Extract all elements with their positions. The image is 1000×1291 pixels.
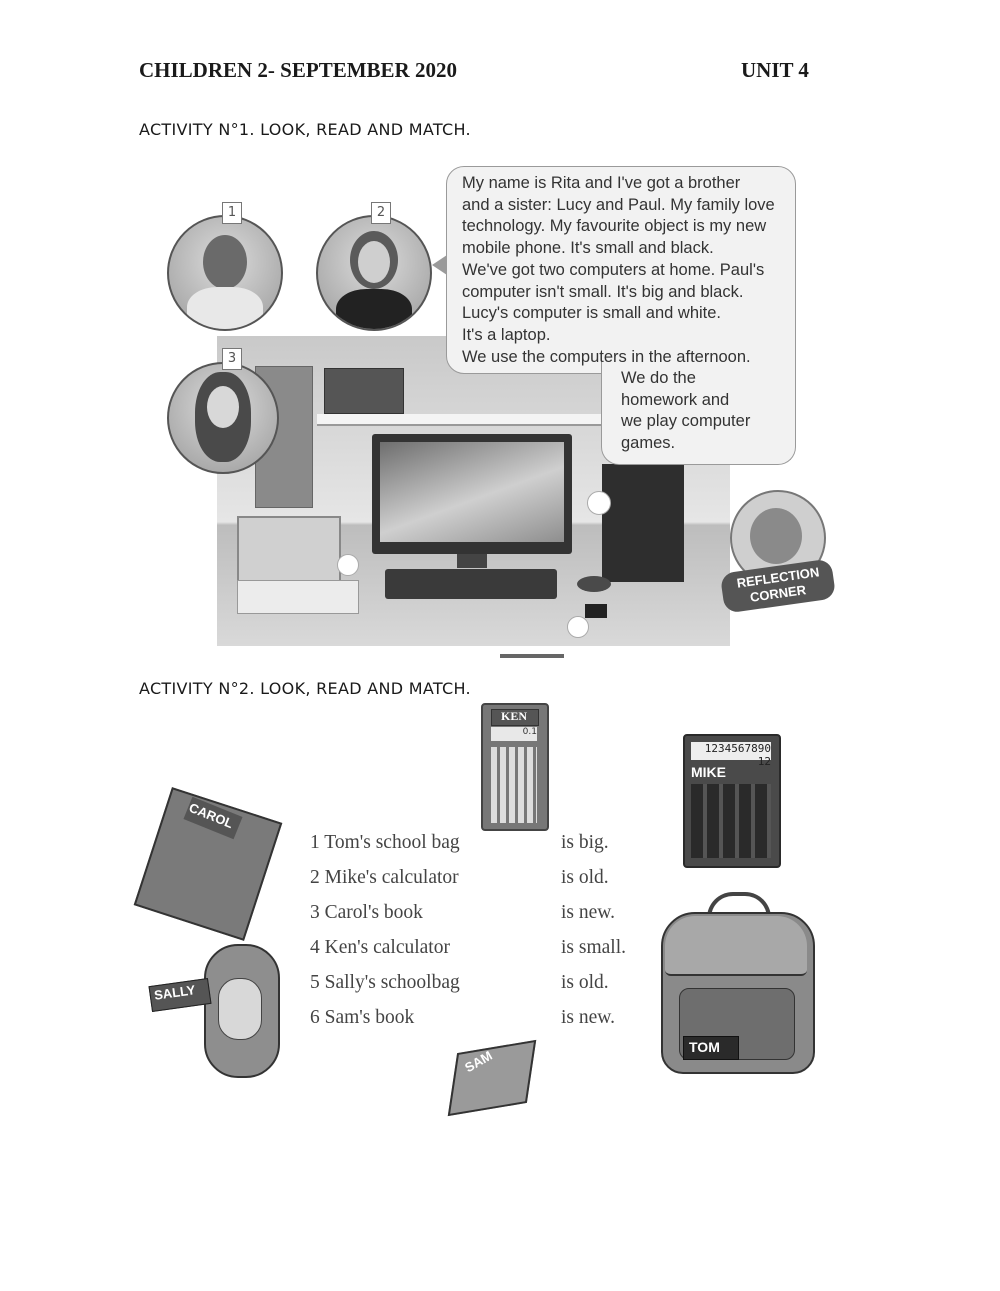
story-line: technology. My favourite object is my ne…: [462, 217, 767, 236]
reflection-corner-badge: REFLECTION CORNER: [719, 490, 837, 614]
portrait-number-3: 3: [222, 348, 242, 370]
activity-1-title: ACTIVITY N°1. LOOK, READ AND MATCH.: [139, 120, 471, 139]
mouse-illustration: [577, 576, 611, 592]
tom-label: TOM: [689, 1039, 720, 1055]
ken-calculator-illustration: KEN 0.1: [481, 703, 549, 831]
story-line: We've got two computers at home. Paul's: [462, 260, 765, 279]
descriptions-column: is big. is old. is new. is small. is old…: [561, 832, 641, 1042]
unit-label: UNIT 4: [741, 58, 809, 82]
speech-bubble-tail-box: [601, 350, 796, 465]
rita-story-tail-text: We do the homework and we play computer …: [621, 368, 750, 455]
story-line: We do the: [621, 369, 696, 387]
story-line: We use the computers in the afternoon.: [462, 347, 751, 366]
story-line: homework and: [621, 390, 730, 409]
story-line: Lucy's computer is small and white.: [462, 304, 722, 323]
ken-label: KEN: [500, 709, 527, 723]
laptop-illustration: [237, 516, 341, 582]
story-line: and a sister: Lucy and Paul. My family l…: [462, 195, 775, 214]
tom-schoolbag-illustration: TOM: [655, 892, 817, 1074]
sam-book-illustration: SAM: [444, 1032, 540, 1122]
portrait-number-2: 2: [371, 202, 391, 224]
speech-bubble-pointer: [432, 255, 447, 275]
keyboard-illustration: [385, 569, 557, 599]
match-description: is small.: [561, 937, 627, 958]
mike-label: MIKE: [691, 764, 726, 780]
monitor-illustration: [372, 434, 572, 554]
match-description: is new.: [561, 902, 615, 923]
match-description: is old.: [561, 867, 609, 888]
match-item: 1 Tom's school bag: [310, 832, 460, 853]
match-item: 5 Sally's schoolbag: [310, 972, 460, 993]
match-item: 2 Mike's calculator: [310, 867, 459, 888]
items-column: 1 Tom's school bag 2 Mike's calculator 3…: [310, 832, 480, 1042]
shelf-illustration: [317, 414, 617, 426]
portrait-boy: [167, 215, 283, 331]
match-description: is new.: [561, 1007, 615, 1028]
mobile-phone-illustration: [585, 604, 607, 618]
match-item: 4 Ken's calculator: [310, 937, 450, 958]
books-illustration: [324, 368, 404, 414]
story-line: My name is Rita and I've got a brother: [462, 174, 741, 192]
story-line: mobile phone. It's small and black.: [462, 239, 714, 258]
story-line: games.: [621, 434, 676, 453]
match-item: 3 Carol's book: [310, 902, 423, 923]
worksheet-title: CHILDREN 2- SEPTEMBER 2020: [139, 58, 457, 82]
portrait-girl-lucy: [167, 362, 279, 474]
mike-display: 1234567890 12: [691, 742, 771, 768]
activity-2-title: ACTIVITY N°2. LOOK, READ AND MATCH.: [139, 679, 471, 698]
story-line: computer isn't small. It's big and black…: [462, 282, 744, 301]
portrait-girl-rita: [316, 215, 432, 331]
match-item: 6 Sam's book: [310, 1007, 415, 1028]
match-description: is big.: [561, 832, 609, 853]
speech-bubble: [446, 166, 796, 374]
match-description: is old.: [561, 972, 609, 993]
story-line: It's a laptop.: [462, 325, 551, 344]
rita-story-text: My name is Rita and I've got a brother a…: [462, 173, 775, 368]
computer-tower-illustration: [602, 464, 684, 582]
sally-schoolbag-illustration: SALLY: [148, 936, 288, 1078]
mike-calculator-illustration: 1234567890 12 MIKE: [683, 734, 781, 868]
story-line: we play computer: [621, 412, 751, 431]
ken-display: 0.1: [491, 727, 537, 741]
portrait-number-1: 1: [222, 202, 242, 224]
carol-book-illustration: CAROL: [133, 787, 283, 941]
